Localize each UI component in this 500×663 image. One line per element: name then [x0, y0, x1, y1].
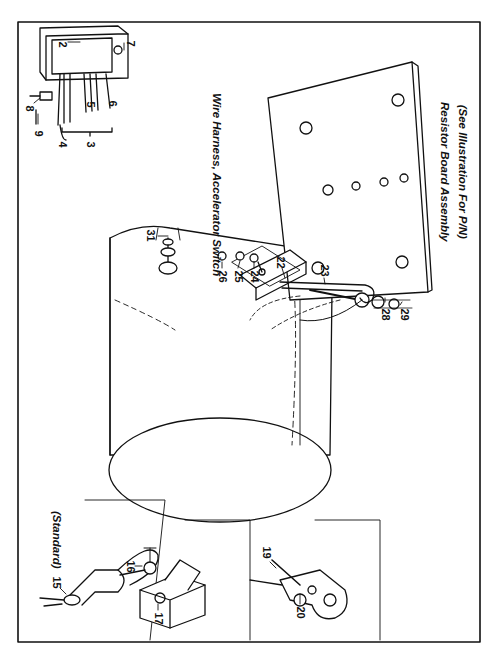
part-caption: (See Illustration For P/N) — [456, 105, 468, 239]
callout-number: 31 — [145, 229, 156, 241]
callout-number: 16 — [125, 560, 136, 572]
part-caption: Resistor Board Assembly — [438, 102, 450, 242]
part-caption: Wire Harness, Accelerator Switch — [210, 94, 222, 277]
callout-number: 5 — [85, 101, 96, 107]
resistor-board — [250, 62, 432, 330]
ring-terminal — [250, 520, 380, 640]
bracket — [62, 128, 112, 136]
callout-number: 8 — [24, 105, 35, 111]
callout-number: 20 — [295, 606, 306, 618]
callout-number: 17 — [153, 612, 164, 624]
callout-number: 29 — [399, 308, 410, 320]
callout-number: 3 — [85, 141, 96, 147]
callout-number: 4 — [57, 141, 68, 147]
callout-number: 24 — [249, 270, 260, 282]
callout-number: 15 — [51, 576, 62, 588]
frame — [18, 22, 480, 642]
clip-assembly — [218, 246, 412, 308]
callout-number: 23 — [319, 264, 330, 276]
callout-number: 6 — [107, 100, 118, 106]
terminal-block — [120, 520, 250, 640]
callout-number: 28 — [380, 308, 391, 320]
callout-number: 2 — [57, 41, 68, 47]
callout-number: 22 — [275, 256, 286, 268]
callout-number: 19 — [261, 546, 272, 558]
connector-housing — [30, 26, 128, 140]
variant-caption: (Standard) — [50, 511, 62, 569]
callout-number: 7 — [125, 40, 136, 46]
callout-number: 25 — [233, 270, 244, 282]
callout-number: 9 — [33, 130, 44, 136]
